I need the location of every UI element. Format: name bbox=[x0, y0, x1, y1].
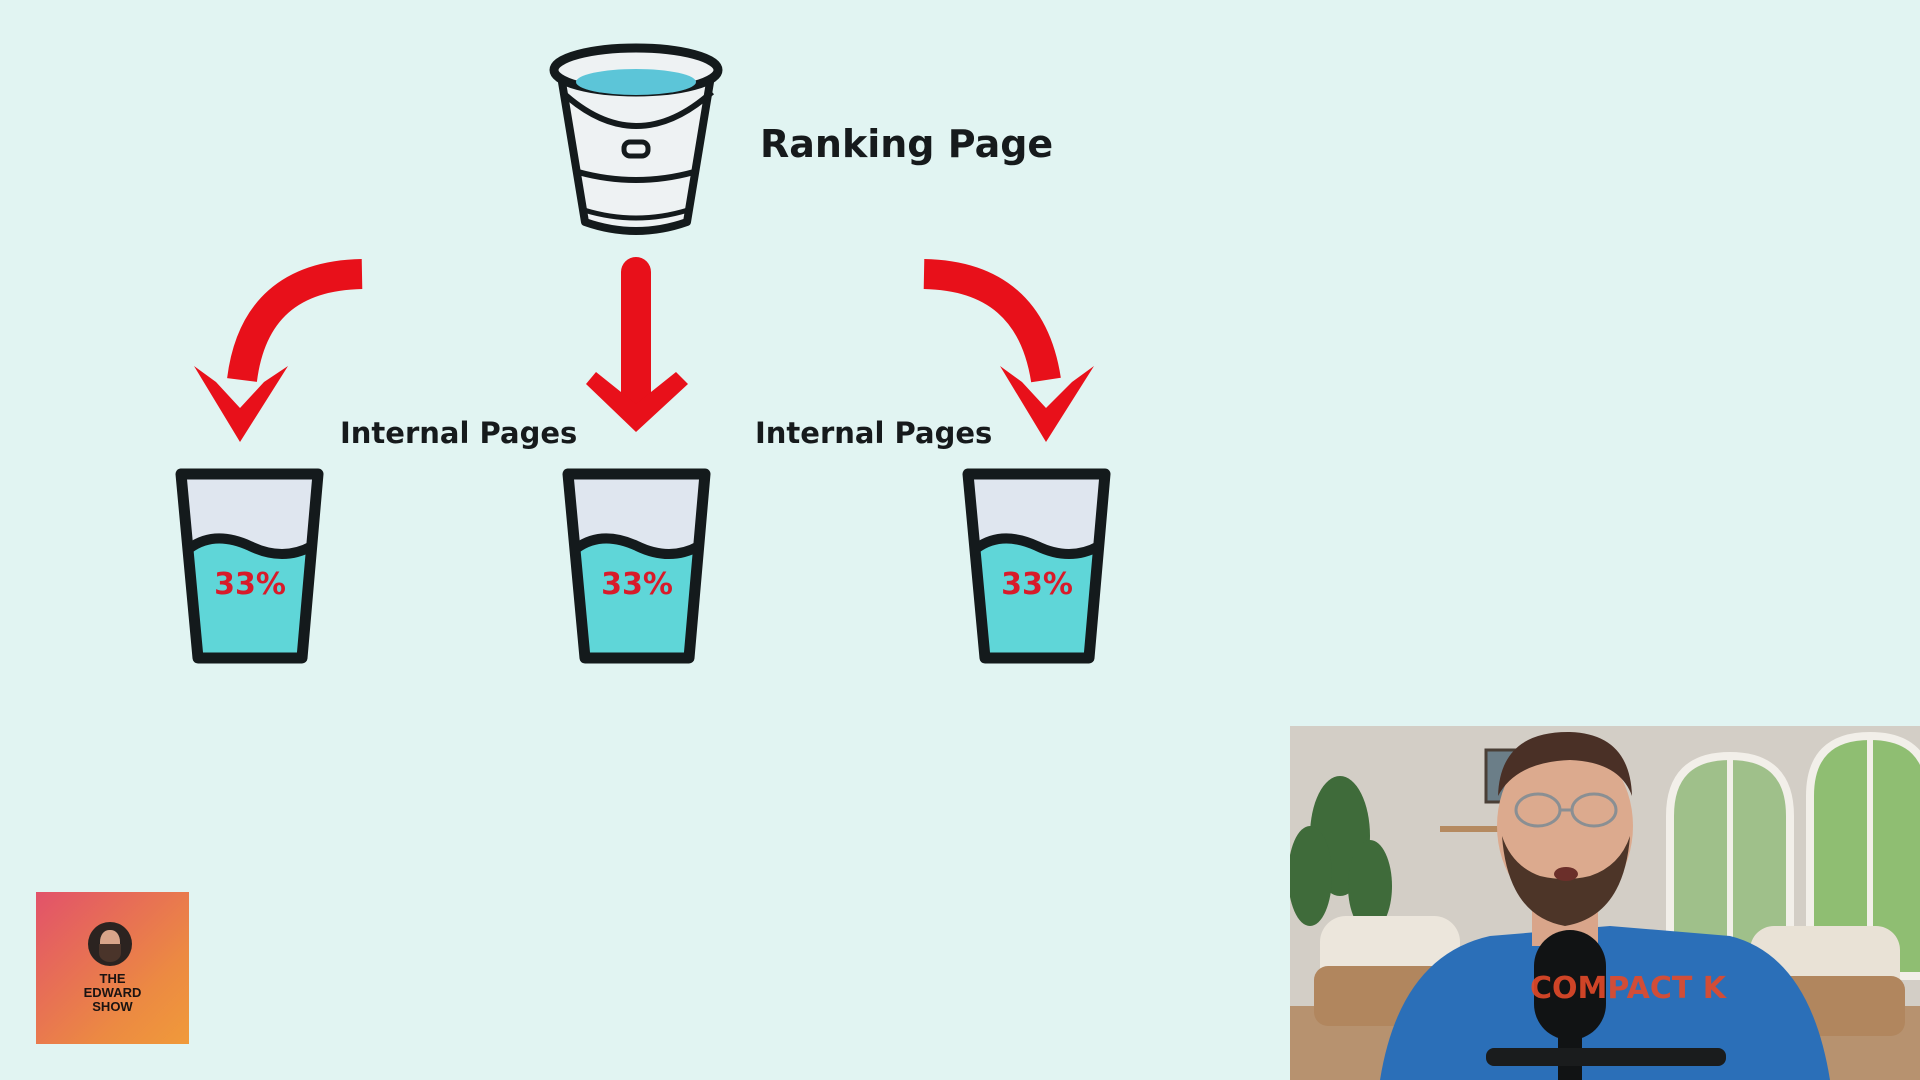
internal-pages-label: Internal Pages bbox=[340, 416, 578, 450]
webcam-scene: COMPACT K bbox=[1290, 726, 1920, 1080]
cup-percent-label: 33% bbox=[601, 567, 673, 602]
cup-icon bbox=[962, 468, 1111, 664]
arrow-icon bbox=[227, 257, 1061, 415]
shirt-text: COMPACT K bbox=[1530, 971, 1728, 1006]
avatar bbox=[88, 922, 132, 966]
cup-icon bbox=[175, 468, 324, 664]
channel-badge: THE EDWARD SHOW bbox=[36, 892, 189, 1044]
internal-pages-label: Internal Pages bbox=[755, 416, 993, 450]
webcam-video: COMPACT K bbox=[1290, 726, 1920, 1080]
channel-name-line: THE bbox=[99, 971, 126, 986]
bucket-icon bbox=[549, 43, 723, 235]
flow-diagram: 33% 33% 33% bbox=[175, 43, 1111, 664]
cup-percent-label: 33% bbox=[214, 567, 286, 602]
cup-percent-label: 33% bbox=[1001, 567, 1073, 602]
channel-name-line: SHOW bbox=[92, 999, 133, 1014]
ranking-page-label: Ranking Page bbox=[760, 122, 1054, 166]
cup-icon bbox=[562, 468, 711, 664]
channel-name-line: EDWARD bbox=[83, 985, 142, 1000]
channel-name: THE EDWARD SHOW bbox=[36, 972, 189, 1014]
